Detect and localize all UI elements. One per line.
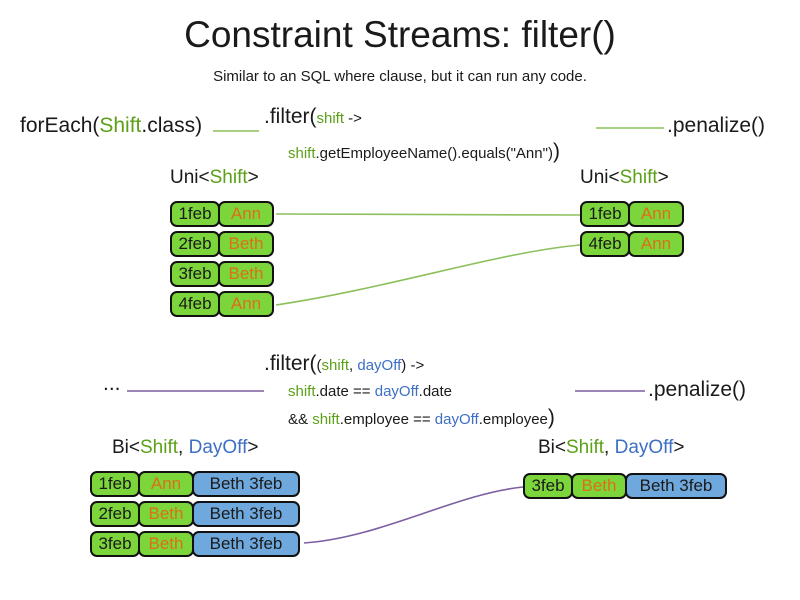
filter1-arrow: ->	[344, 110, 362, 127]
bi-right-comma: ,	[604, 437, 615, 458]
shift-date-cell: 4feb	[580, 231, 630, 257]
code-filter2-line2: shift.date == dayOff.date	[288, 383, 452, 400]
page-subtitle: Similar to an SQL where clause, but it c…	[213, 68, 587, 85]
shift-employee-cell: Beth	[218, 261, 274, 287]
filter2-l3-mid: .employee ==	[339, 411, 435, 428]
bi-left-type1: Shift	[140, 437, 179, 458]
code-penalize1: .penalize()	[667, 114, 766, 137]
bi-source-table: 1feb Ann Beth 3feb 2feb Beth Beth 3feb 3…	[90, 471, 300, 561]
code-filter2-line1: .filter((shift, dayOff) ->	[264, 352, 424, 376]
uni-right-post: >	[657, 167, 669, 188]
filter1-body-rest: .getEmployeeName().equals("Ann")	[315, 145, 553, 162]
filter2-param2: dayOff	[357, 357, 402, 374]
dayoff-cell: Beth 3feb	[192, 531, 300, 557]
uni-left-pre: Uni<	[170, 167, 210, 188]
table-row: 3feb Beth	[170, 261, 274, 287]
table-row: 1feb Ann	[580, 201, 684, 227]
shift-date-cell: 1feb	[170, 201, 220, 227]
filter2-l2-var2: dayOff	[374, 383, 419, 400]
code-filter1-line1: .filter(shift ->	[264, 105, 362, 129]
shift-employee-cell: Beth	[138, 531, 194, 557]
shift-date-cell: 1feb	[580, 201, 630, 227]
bi-label-left: Bi<Shift, DayOff>	[112, 437, 258, 459]
code-filter2-line3: && shift.employee == dayOff.employee)	[288, 406, 555, 430]
table-row: 3feb Beth Beth 3feb	[90, 531, 300, 557]
bi-right-type1: Shift	[566, 437, 605, 458]
bi-right-type2: DayOff	[614, 437, 674, 458]
table-row: 4feb Ann	[580, 231, 684, 257]
dayoff-cell: Beth 3feb	[192, 501, 300, 527]
filter2-l3-pre: &&	[288, 411, 313, 428]
code-ellipsis: ...	[103, 372, 121, 395]
table-row: 1feb Ann	[170, 201, 274, 227]
page-title: Constraint Streams: filter()	[184, 14, 616, 55]
dayoff-cell: Beth 3feb	[192, 471, 300, 497]
table-row: 3feb Beth Beth 3feb	[523, 473, 727, 499]
shift-date-cell: 4feb	[170, 291, 220, 317]
filter2-open-paren: (	[316, 357, 322, 374]
filter2-close-paren: )	[401, 357, 407, 374]
table-row: 2feb Beth Beth 3feb	[90, 501, 300, 527]
filter1-close-paren: )	[552, 140, 560, 163]
code-penalize2: .penalize()	[648, 378, 747, 401]
foreach-class-type: Shift	[99, 114, 142, 137]
shift-date-cell: 3feb	[90, 531, 140, 557]
bi-label-right: Bi<Shift, DayOff>	[538, 437, 684, 459]
filter1-body-var: shift	[288, 145, 316, 162]
bi-right-post: >	[673, 437, 685, 458]
code-filter1-line2: shift.getEmployeeName().equals("Ann"))	[288, 140, 560, 164]
filter2-l3-var2: dayOff	[434, 411, 479, 428]
shift-date-cell: 2feb	[170, 231, 220, 257]
foreach-post: .class)	[141, 114, 203, 137]
shift-date-cell: 2feb	[90, 501, 140, 527]
shift-employee-cell: Ann	[218, 201, 274, 227]
bi-left-post: >	[247, 437, 259, 458]
shift-employee-cell: Ann	[218, 291, 274, 317]
uni-right-pre: Uni<	[580, 167, 620, 188]
code-foreach: forEach(Shift.class)	[20, 114, 202, 138]
uni-left-post: >	[247, 167, 259, 188]
shift-employee-cell: Beth	[571, 473, 627, 499]
shift-employee-cell: Ann	[628, 231, 684, 257]
bi-filtered-table: 3feb Beth Beth 3feb	[523, 473, 727, 503]
filter2-l2-end: .date	[418, 383, 453, 400]
uni-label-left: Uni<Shift>	[170, 167, 259, 189]
table-row: 4feb Ann	[170, 291, 274, 317]
uni-right-type: Shift	[619, 167, 658, 188]
shift-employee-cell: Ann	[628, 201, 684, 227]
foreach-pre: forEach(	[20, 114, 100, 137]
wire-4feb-match	[275, 244, 581, 306]
filter2-l2-mid: .date ==	[315, 383, 375, 400]
filter2-l2-var1: shift	[288, 383, 316, 400]
shift-employee-cell: Beth	[138, 501, 194, 527]
filter1-method: .filter(	[264, 105, 317, 128]
bi-left-comma: ,	[178, 437, 189, 458]
filter2-param1: shift	[321, 357, 350, 374]
filter1-param: shift	[316, 110, 345, 127]
shift-date-cell: 1feb	[90, 471, 140, 497]
uni-source-table: 1feb Ann 2feb Beth 3feb Beth 4feb Ann	[170, 201, 274, 321]
shift-date-cell: 3feb	[170, 261, 220, 287]
filter2-l3-end: .employee	[478, 411, 548, 428]
shift-employee-cell: Ann	[138, 471, 194, 497]
shift-date-cell: 3feb	[523, 473, 573, 499]
filter2-arrow: ->	[406, 357, 425, 374]
uni-left-type: Shift	[209, 167, 248, 188]
bi-left-type2: DayOff	[188, 437, 248, 458]
filter2-l3-var1: shift	[312, 411, 340, 428]
table-row: 1feb Ann Beth 3feb	[90, 471, 300, 497]
dayoff-cell: Beth 3feb	[625, 473, 727, 499]
filter2-method: .filter(	[264, 352, 317, 375]
wire-3feb-match	[303, 486, 524, 544]
bi-left-pre: Bi<	[112, 437, 140, 458]
bi-right-pre: Bi<	[538, 437, 566, 458]
table-row: 2feb Beth	[170, 231, 274, 257]
uni-filtered-table: 1feb Ann 4feb Ann	[580, 201, 684, 261]
shift-employee-cell: Beth	[218, 231, 274, 257]
uni-label-right: Uni<Shift>	[580, 167, 669, 189]
filter2-comma: ,	[349, 357, 358, 374]
filter2-close: )	[547, 406, 555, 429]
wire-1feb-match	[275, 213, 581, 216]
